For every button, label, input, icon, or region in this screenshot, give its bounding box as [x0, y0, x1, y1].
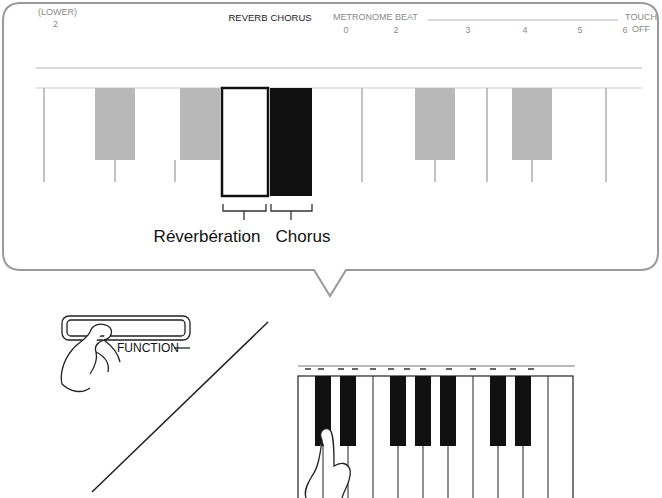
button-label: FUNCTION: [117, 342, 179, 354]
panel-label: 2: [53, 20, 58, 29]
callout-label: Chorus: [276, 228, 331, 245]
panel-label: 2: [393, 26, 398, 35]
divider-line: [92, 322, 268, 492]
metronome-range-line: [428, 20, 618, 21]
panel-line: [36, 68, 642, 69]
chorus-key: [270, 88, 312, 196]
small-keyboard: [298, 366, 575, 498]
panel-label: OFF: [632, 25, 650, 34]
panel-label: 5: [577, 26, 582, 35]
zoomed-keyboard: [36, 88, 642, 196]
bracket: [271, 204, 312, 220]
callout-label: Réverbération: [154, 228, 261, 245]
panel-label: 6: [622, 26, 627, 35]
bracket: [223, 204, 266, 220]
reverb-key: [222, 88, 268, 196]
panel-label: 0: [343, 26, 348, 35]
callout-bubble: [3, 3, 658, 296]
hand: [305, 429, 350, 498]
hand: [61, 324, 120, 391]
panel-label: METRONOME BEAT: [333, 13, 418, 22]
panel-label: REVERB: [228, 13, 267, 23]
panel-label: 3: [465, 26, 470, 35]
panel-label: CHORUS: [270, 13, 311, 23]
panel-label: (LOWER): [38, 8, 77, 17]
panel-label: TOUCH: [625, 13, 657, 22]
panel-label: 4: [522, 26, 527, 35]
